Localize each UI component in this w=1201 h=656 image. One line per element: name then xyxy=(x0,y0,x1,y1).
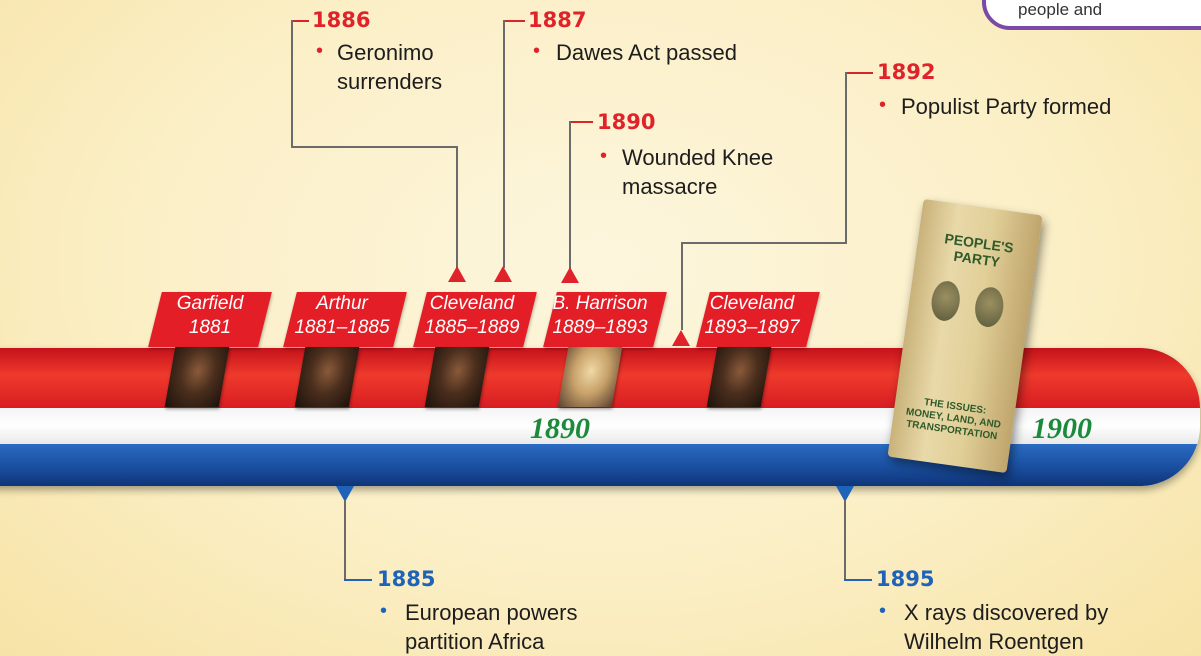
corner-callout-box: people and xyxy=(982,0,1201,30)
president-label-cleveland-1: Cleveland 1885–1889 xyxy=(412,292,532,340)
president-years: 1889–1893 xyxy=(552,317,648,338)
event-text-line: Geronimo xyxy=(337,40,434,65)
marker-1885 xyxy=(336,486,354,502)
president-years: 1885–1889 xyxy=(424,317,520,338)
leader-1892-top xyxy=(845,72,873,74)
president-years: 1881–1885 xyxy=(294,317,390,338)
bullet: • xyxy=(879,94,887,116)
president-label-cleveland-2: Cleveland 1893–1897 xyxy=(692,292,812,340)
event-text-line: partition Africa xyxy=(405,629,545,654)
ribbon-footer: THE ISSUES: MONEY, LAND, AND TRANSPORTAT… xyxy=(905,396,1002,443)
corner-text: people and xyxy=(1018,0,1103,19)
president-name: Cleveland xyxy=(709,293,795,314)
leader-1886-horizontal xyxy=(291,146,456,148)
portrait-b-harrison xyxy=(557,347,623,407)
leader-1885-horizontal xyxy=(344,579,372,581)
event-year-1890: 1890 xyxy=(597,110,656,134)
leader-1890-top xyxy=(569,121,593,123)
portrait-cleveland-2 xyxy=(706,347,772,407)
event-year-1887: 1887 xyxy=(528,8,587,32)
marker-1886 xyxy=(448,266,466,282)
ribbon-portrait-left xyxy=(929,279,963,323)
event-text-line: Wilhelm Roentgen xyxy=(904,629,1084,654)
marker-1887 xyxy=(494,266,512,282)
event-year-1892: 1892 xyxy=(877,60,936,84)
event-year-1886: 1886 xyxy=(312,8,371,32)
event-text-line: Dawes Act passed xyxy=(556,40,737,65)
event-text-1892: Populist Party formed xyxy=(901,92,1111,121)
president-years: 1893–1897 xyxy=(704,317,800,338)
leader-1892-horizontal xyxy=(681,242,847,244)
event-text-1885: European powers partition Africa xyxy=(405,598,577,656)
portrait-cleveland-1 xyxy=(424,347,490,407)
event-text-line: surrenders xyxy=(337,69,443,94)
president-name: Garfield xyxy=(176,293,244,314)
event-text-line: European powers xyxy=(405,600,578,625)
bullet: • xyxy=(533,40,541,62)
marker-1890 xyxy=(561,267,579,283)
leader-1892-drop xyxy=(681,242,683,330)
event-year-1885: 1885 xyxy=(377,567,436,591)
leader-1895-horizontal xyxy=(844,579,872,581)
marker-1892 xyxy=(672,330,690,346)
marker-1895 xyxy=(836,486,854,502)
event-text-1890: Wounded Knee massacre xyxy=(622,143,773,201)
leader-1886-vertical xyxy=(291,20,293,146)
event-year-1895: 1895 xyxy=(876,567,935,591)
bullet: • xyxy=(879,600,887,622)
president-name: Arthur xyxy=(316,293,368,314)
ribbon-portrait-right xyxy=(972,285,1006,329)
president-name: Cleveland xyxy=(429,293,515,314)
leader-1885-vertical xyxy=(344,500,346,580)
year-label-1890: 1890 xyxy=(530,412,590,445)
leader-1890-vertical xyxy=(569,121,571,269)
leader-1892-vertical xyxy=(845,72,847,242)
president-label-arthur: Arthur 1881–1885 xyxy=(282,292,402,340)
leader-1887-top xyxy=(503,20,525,22)
bullet: • xyxy=(600,145,608,167)
leader-1895-vertical xyxy=(844,500,846,580)
portrait-garfield xyxy=(164,347,230,407)
leader-1887-vertical xyxy=(503,20,505,268)
ribbon-title: PEOPLE'S PARTY xyxy=(943,230,1015,271)
portrait-arthur xyxy=(294,347,360,407)
president-label-b-harrison: B. Harrison 1889–1893 xyxy=(540,292,660,340)
timeline-blue-stripe xyxy=(0,444,1200,486)
event-text-line: X rays discovered by xyxy=(904,600,1109,625)
event-text-line: massacre xyxy=(622,174,718,199)
event-text-1887: Dawes Act passed xyxy=(556,38,737,67)
president-years: 1881 xyxy=(188,317,232,338)
timeline-white-stripe xyxy=(0,408,1200,444)
event-text-1895: X rays discovered by Wilhelm Roentgen xyxy=(904,598,1108,656)
year-label-1900: 1900 xyxy=(1032,412,1092,445)
bullet: • xyxy=(316,40,324,62)
leader-1886-drop xyxy=(456,146,458,268)
event-text-line: Populist Party formed xyxy=(901,94,1112,119)
president-label-garfield: Garfield 1881 xyxy=(150,292,270,340)
president-name: B. Harrison xyxy=(552,293,648,314)
bullet: • xyxy=(380,600,388,622)
leader-1886-top xyxy=(291,20,309,22)
event-text-line: Wounded Knee xyxy=(622,145,774,170)
event-text-1886: Geronimo surrenders xyxy=(337,38,442,96)
